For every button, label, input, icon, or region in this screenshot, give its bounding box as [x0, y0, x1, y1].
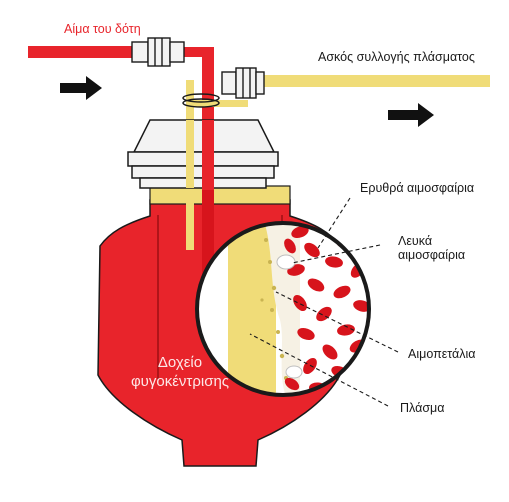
label-plasma-bag: Ασκός συλλογής πλάσματος [318, 50, 475, 64]
outflow-arrow-icon [388, 103, 434, 127]
centrifuge-label-line1: Δοχείο [90, 354, 270, 373]
centrifuge-label-line2: φυγοκέντρισης [90, 373, 270, 392]
label-white-cells-line2: αιμοσφαίρια [398, 248, 465, 262]
label-plasma: Πλάσμα [400, 401, 444, 415]
label-donor-blood: Αίμα του δότη [64, 22, 141, 36]
centrifuge-label: Δοχείο φυγοκέντρισης [90, 354, 270, 392]
label-red-cells: Ερυθρά αιμοσφαίρια [360, 181, 474, 195]
donor-tube-connector [132, 38, 184, 66]
inflow-arrow-icon [60, 76, 102, 100]
plasma-tube-connector [222, 68, 264, 98]
label-white-cells-line1: Λευκά [398, 234, 465, 248]
label-white-cells: Λευκά αιμοσφαίρια [398, 234, 465, 263]
label-platelets: Αιμοπετάλια [408, 347, 476, 361]
